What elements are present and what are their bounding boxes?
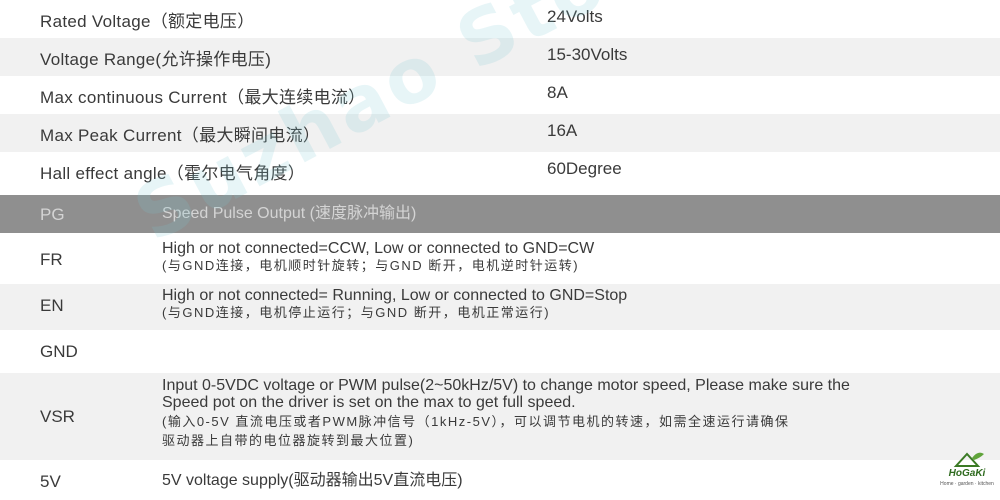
spec-label: Max continuous Current（最大连续电流）	[40, 88, 366, 107]
pin-description: 5V voltage supply(驱动器输出5V直流电压)	[162, 472, 463, 489]
brand-logo: HoGaKi Home · garden · kitchen	[938, 448, 996, 496]
pin-row-fr: FR High or not connected=CCW, Low or con…	[0, 236, 1000, 282]
pin-table-header: PG Speed Pulse Output (速度脉冲输出)	[0, 195, 1000, 233]
spec-row: Max continuous Current（最大连续电流） 8A	[0, 76, 1000, 114]
pin-description: High or not connected=CCW, Low or connec…	[162, 240, 594, 274]
pin-row-vsr: VSR Input 0-5VDC voltage or PWM pulse(2~…	[0, 373, 1000, 460]
pin-description: Input 0-5VDC voltage or PWM pulse(2~50kH…	[162, 377, 850, 449]
house-icon	[953, 452, 984, 467]
logo-tagline: Home · garden · kitchen	[940, 481, 994, 487]
pin-description-en: High or not connected=CCW, Low or connec…	[162, 240, 595, 257]
pin-description-zh: (输入0-5V 直流电压或者PWM脉冲信号（1kHz-5V），可以调节电机的转速…	[162, 414, 790, 429]
spec-value: 16A	[547, 121, 578, 140]
pin-description-zh: 驱动器上自带的电位器旋转到最大位置)	[162, 433, 415, 448]
spec-value: 8A	[547, 83, 568, 102]
pin-name: PG	[40, 205, 65, 224]
pin-name: FR	[40, 250, 63, 269]
pin-description-en: Speed pot on the driver is set on the ma…	[162, 394, 576, 411]
pin-name: 5V	[40, 472, 61, 491]
pin-row-5v: 5V 5V voltage supply(驱动器输出5V直流电压)	[0, 462, 1000, 500]
spec-row: Hall effect angle（霍尔电气角度） 60Degree	[0, 152, 1000, 190]
spec-label: Voltage Range(允许操作电压)	[40, 50, 272, 69]
pin-name: GND	[40, 342, 78, 361]
pin-description-zh: (与GND连接，电机顺时针旋转；与GND 断开，电机逆时针运转)	[162, 258, 580, 273]
pin-description: High or not connected= Running, Low or c…	[162, 287, 627, 321]
pin-description-en: Input 0-5VDC voltage or PWM pulse(2~50kH…	[162, 377, 850, 394]
spec-row: Voltage Range(允许操作电压) 15-30Volts	[0, 38, 1000, 76]
pin-name: EN	[40, 296, 64, 315]
pin-row-en: EN High or not connected= Running, Low o…	[0, 284, 1000, 330]
pin-name: VSR	[40, 407, 75, 426]
spec-row: Max Peak Current（最大瞬间电流） 16A	[0, 114, 1000, 152]
pin-description-zh: (与GND连接，电机停止运行；与GND 断开，电机正常运行)	[162, 305, 551, 320]
spec-label: Max Peak Current（最大瞬间电流）	[40, 126, 321, 145]
logo-name: HoGaKi	[948, 468, 986, 479]
spec-value: 60Degree	[547, 159, 622, 178]
spec-value: 24Volts	[547, 7, 603, 26]
pin-description: Speed Pulse Output (速度脉冲输出)	[162, 205, 417, 222]
spec-row: Rated Voltage（额定电压） 24Volts	[0, 0, 1000, 38]
spec-label: Rated Voltage（额定电压）	[40, 12, 255, 31]
spec-value: 15-30Volts	[547, 45, 628, 64]
pin-description-en: High or not connected= Running, Low or c…	[162, 287, 628, 304]
spec-label: Hall effect angle（霍尔电气角度）	[40, 164, 306, 183]
pin-row-gnd: GND	[0, 331, 1000, 371]
